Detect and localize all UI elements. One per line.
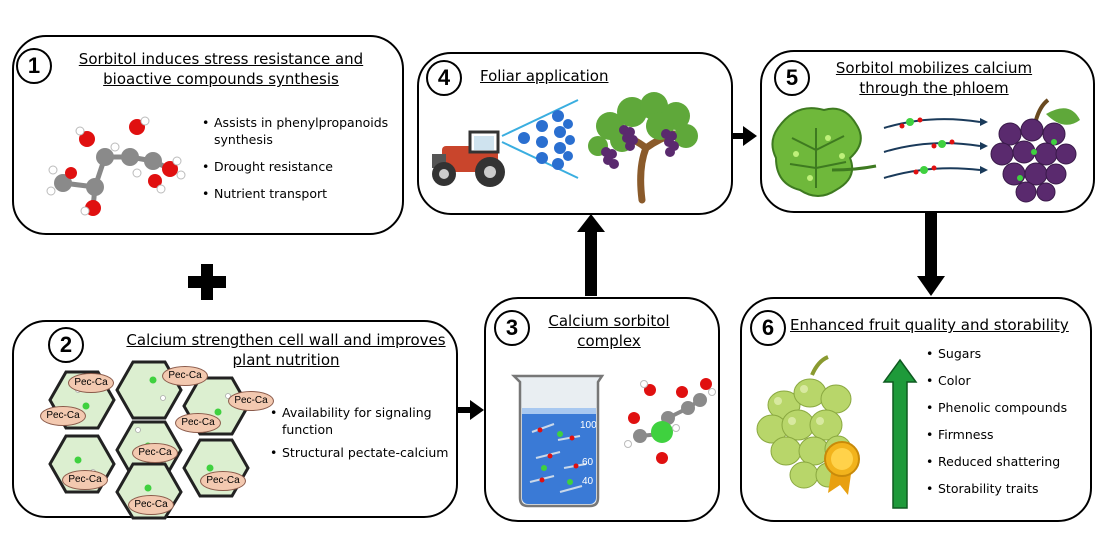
beaker-mark-60: 60 [582, 457, 594, 468]
grape-cluster-icon [990, 98, 1080, 203]
panel5-title: Sorbitol mobilizes calcium through the p… [820, 58, 1048, 98]
panel6-bullets: Sugars Color Phenolic compounds Firmness… [926, 345, 1091, 497]
phloem-flow-arrows [883, 117, 988, 179]
panel1-bullet-3: Nutrient transport [202, 185, 397, 202]
panel2-title: Calcium strengthen cell wall and improve… [118, 330, 454, 370]
panel1-bullet-2: Drought resistance [202, 158, 397, 175]
panel1-title-line1: Sorbitol induces stress resistance and [78, 50, 364, 68]
panel2-bullet-2: Structural pectate-calcium [270, 444, 455, 461]
step-number-6: 6 [750, 310, 786, 346]
pec-ca-label-9: Pec-Ca [128, 495, 174, 515]
sorbitol-molecule-icon [46, 116, 186, 216]
grapevine-icon [588, 92, 698, 204]
spray-icon [501, 99, 579, 179]
panel3-title: Calcium sorbitol complex [534, 311, 684, 351]
beaker-icon [510, 374, 605, 508]
panel6-bullet-5: Reduced shattering [926, 453, 1091, 470]
panel6-bullet-4: Firmness [926, 426, 1091, 443]
arrow-up-3-to-4 [577, 214, 605, 296]
arrow-right-4-to-5 [733, 126, 757, 146]
step-number-3: 3 [494, 310, 530, 346]
panel6-bullet-3: Phenolic compounds [926, 399, 1091, 416]
pec-ca-label-4: Pec-Ca [228, 391, 274, 411]
leaf-icon [771, 107, 877, 197]
calcium-sorbitol-molecule-icon [624, 378, 716, 464]
panel6-bullet-6: Storability traits [926, 480, 1091, 497]
step-number-4: 4 [426, 60, 462, 96]
panel5-title-line2: through the phloem [859, 79, 1009, 97]
panel1-bullet-1: Assists in phenylpropanoids synthesis [202, 114, 397, 148]
green-grapes-icon [756, 355, 860, 495]
panel2-bullets: Availability for signaling function Stru… [270, 404, 455, 461]
panel4-title: Foliar application [480, 67, 609, 85]
step-number-5: 5 [774, 60, 810, 96]
beaker-mark-100: 100 [580, 420, 597, 431]
panel3-title-line2: complex [577, 332, 641, 350]
pec-ca-label-2: Pec-Ca [162, 366, 208, 386]
step-number-1: 1 [16, 48, 52, 84]
panel6-bullet-2: Color [926, 372, 1091, 389]
pec-ca-label-8: Pec-Ca [200, 471, 246, 491]
panel3-title-line1: Calcium sorbitol [548, 312, 670, 330]
panel5-title-line1: Sorbitol mobilizes calcium [835, 59, 1033, 77]
panel2-bullet-1: Availability for signaling function [270, 404, 455, 438]
pec-ca-label-3: Pec-Ca [40, 406, 86, 426]
step-number-2: 2 [48, 327, 84, 363]
plus-icon [188, 264, 226, 300]
panel1-bullets: Assists in phenylpropanoids synthesis Dr… [202, 114, 397, 202]
panel6-title: Enhanced fruit quality and storability [790, 316, 1069, 334]
panel2-title-line2: plant nutrition [232, 351, 340, 369]
panel2-title-line1: Calcium strengthen cell wall and improve… [126, 331, 446, 349]
increase-arrow-icon [882, 358, 918, 509]
beaker-mark-40: 40 [582, 476, 594, 487]
panel6-bullet-1: Sugars [926, 345, 1091, 362]
panel1-title-line2: bioactive compounds synthesis [103, 70, 339, 88]
pec-ca-label-7: Pec-Ca [62, 470, 108, 490]
panel1-title: Sorbitol induces stress resistance and b… [62, 49, 380, 89]
pec-ca-label-1: Pec-Ca [68, 373, 114, 393]
tractor-icon [432, 130, 505, 187]
pec-ca-label-6: Pec-Ca [132, 443, 178, 463]
pec-ca-label-5: Pec-Ca [175, 413, 221, 433]
arrow-down-5-to-6 [917, 212, 945, 296]
arrow-right-2-to-3 [458, 400, 484, 420]
